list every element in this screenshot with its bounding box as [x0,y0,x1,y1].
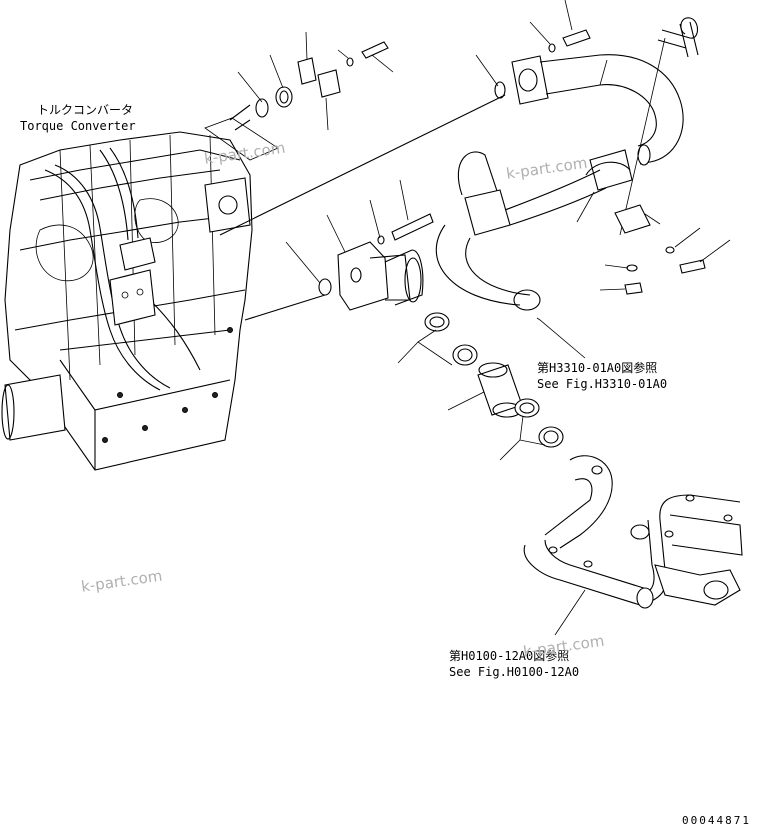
ref2-label-jp: 第H0100-12A0図参照 [449,649,570,663]
ref1-label-en: See Fig.H3310-01A0 [537,377,668,391]
torque-converter-label-jp: トルクコンバータ [37,103,134,117]
torque-converter-body [1,131,253,471]
ref2-label-en: See Fig.H0100-12A0 [449,665,580,679]
drawing-code: 00044871 [682,814,751,827]
main-hose [435,151,607,311]
ref1-label-jp: 第H3310-01A0図参照 [537,361,658,375]
upper-pipe-assembly [494,17,706,295]
leader-lines [237,0,731,636]
clamps-and-hose [424,312,564,448]
top-flange-parts [204,41,506,236]
lower-pipe-assembly [523,455,743,609]
torque-converter-label-en: Torque Converter [20,119,136,133]
adapter-block [244,213,434,321]
